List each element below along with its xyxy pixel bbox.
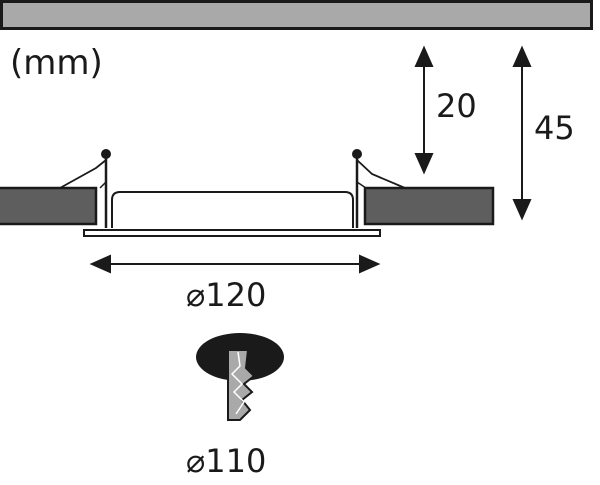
ceiling-panel-right [363,186,495,226]
width-arrow [89,254,381,274]
luminaire-drawing [59,149,406,237]
height-arrow [512,45,532,221]
depth-label: 20 [436,87,477,125]
height-label: 45 [534,109,575,147]
drill-bit-icon [227,349,256,421]
ceiling-panel-left [0,186,98,226]
units-label: (mm) [10,43,103,83]
outer-diameter-label: ⌀120 [186,276,266,314]
depth-arrow [414,45,434,175]
cutout-diameter-label: ⌀110 [186,442,266,480]
ceiling-slab [0,0,593,30]
